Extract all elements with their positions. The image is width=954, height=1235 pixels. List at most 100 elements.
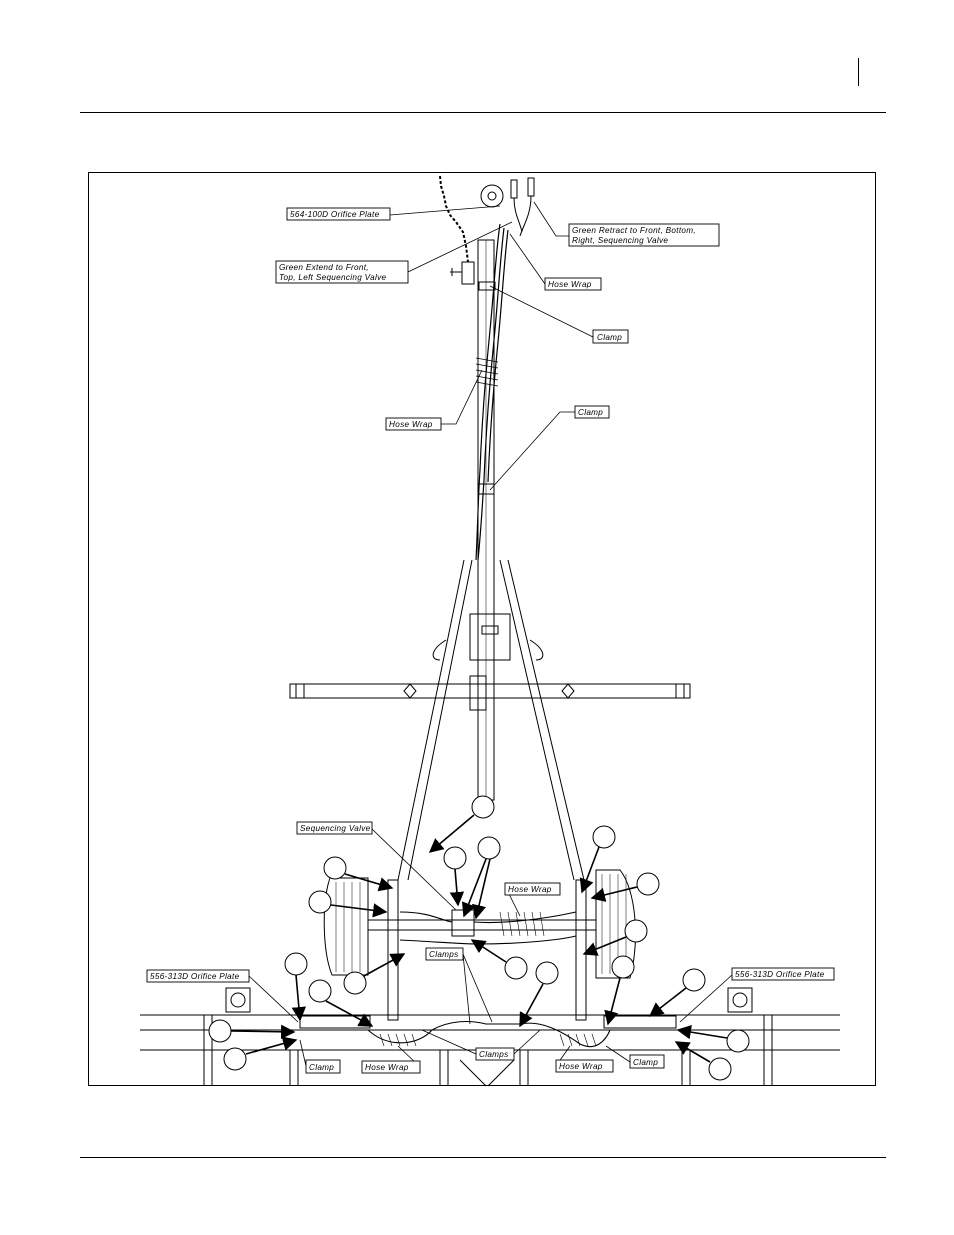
- label-clamps-bottom: Clamps: [479, 1050, 509, 1059]
- hitch-ring-inner: [488, 192, 496, 200]
- center-hoses: [400, 912, 576, 944]
- callout-balloon-14: [683, 969, 705, 991]
- callout-arrow-13: [608, 978, 620, 1024]
- callout-arrow-2: [455, 869, 458, 905]
- callout-balloon-1: [472, 796, 494, 818]
- safety-chain: [440, 176, 468, 262]
- hitch-ring: [481, 185, 503, 207]
- label-hose-wrap-bottom-right: Hose Wrap: [559, 1062, 603, 1071]
- callout-balloon-8: [625, 920, 647, 942]
- valve-box-window: [482, 626, 498, 634]
- callout-balloon-13: [612, 956, 634, 978]
- callout-balloon-7: [309, 891, 331, 913]
- label-orifice-plate-right: 556-313D Orifice Plate: [735, 970, 825, 979]
- leader-clamp-mid: [490, 412, 575, 490]
- label-clamps-left: Clamps: [429, 950, 459, 959]
- leader-clamp-bottom-left: [300, 1040, 306, 1066]
- callout-balloon-9: [505, 957, 527, 979]
- leader-green-extend: [408, 222, 512, 272]
- leader-green-retract: [534, 202, 569, 236]
- fold-cylinder-right: [604, 1016, 676, 1028]
- callout-arrow-15: [326, 1001, 372, 1026]
- leader-clamp-upper: [490, 286, 593, 337]
- coupler-hose: [514, 196, 531, 236]
- leader-hose-wrap-top: [510, 234, 545, 284]
- callout-arrow-17: [246, 1040, 296, 1054]
- callout-arrow-18: [678, 1030, 727, 1038]
- tire-left-tread: [336, 882, 360, 972]
- callout-balloon-18: [727, 1030, 749, 1052]
- leader-orifice-plate-top: [390, 206, 500, 215]
- callout-balloon-5: [324, 857, 346, 879]
- label-green-retract-line1: Green Retract to Front, Bottom,: [572, 226, 696, 235]
- callout-balloon-6: [637, 873, 659, 895]
- label-texts: 564-100D Orifice Plate Green Extend to F…: [150, 210, 825, 1072]
- center-axle: [368, 920, 596, 930]
- cylinder-left-vertical: [388, 880, 398, 1020]
- coupler-right: [528, 178, 534, 196]
- a-frame-left: [398, 560, 472, 880]
- callout-arrow-14: [650, 988, 686, 1016]
- valve-box: [470, 614, 510, 660]
- coupler-left: [511, 180, 517, 198]
- leader-hose-wrap-mid: [441, 370, 482, 424]
- center-hose-wrap: [500, 912, 544, 936]
- label-clamp-bottom-left: Clamp: [309, 1063, 334, 1072]
- leader-clamps-left: [463, 954, 492, 1024]
- callout-arrow-1: [430, 815, 474, 852]
- crossbar-diamonds: [404, 684, 574, 698]
- callout-balloons: [209, 796, 749, 1080]
- callout-balloon-17: [224, 1048, 246, 1070]
- a-frame-right: [500, 560, 584, 880]
- fold-cylinder-left: [300, 1016, 370, 1028]
- label-green-retract-line2: Right, Sequencing Valve: [572, 236, 668, 245]
- tire-left: [324, 878, 368, 975]
- label-sequencing-valve: Sequencing Valve: [300, 824, 371, 833]
- callout-balloon-12: [536, 962, 558, 984]
- label-hose-wrap-mid: Hose Wrap: [389, 420, 433, 429]
- label-clamp-upper: Clamp: [597, 333, 622, 342]
- label-green-extend-line2: Top, Left Sequencing Valve: [279, 273, 386, 282]
- bearing-left-hub: [231, 993, 245, 1007]
- callout-balloon-11: [344, 972, 366, 994]
- hose-bundle: [476, 224, 500, 560]
- hose-bundle-3: [488, 230, 508, 482]
- hitch-jack-handle: [450, 268, 462, 276]
- callout-balloon-4: [593, 826, 615, 848]
- label-hose-wrap-bottom-left: Hose Wrap: [365, 1063, 409, 1072]
- callout-arrow-10: [296, 975, 300, 1020]
- label-hose-wrap-top: Hose Wrap: [548, 280, 592, 289]
- bearing-left: [226, 988, 250, 1012]
- callout-balloon-10: [285, 953, 307, 975]
- cylinder-right-vertical: [576, 880, 586, 1020]
- sequencing-valve-body: [452, 910, 474, 936]
- callout-arrow-8: [584, 937, 626, 954]
- label-clamp-mid: Clamp: [578, 408, 603, 417]
- machine-drawing: [140, 176, 840, 1086]
- callout-arrow-12: [520, 984, 543, 1026]
- hitch-jack: [462, 262, 474, 284]
- clamp-body-upper: [479, 282, 495, 290]
- toolbar-hitch: [460, 1060, 514, 1086]
- a-frame-brace: [433, 640, 543, 660]
- label-hose-wrap-center: Hose Wrap: [508, 885, 552, 894]
- crossbar-end-right: [676, 684, 684, 698]
- label-orifice-plate-left: 556-313D Orifice Plate: [150, 972, 240, 981]
- crossbar: [290, 684, 690, 698]
- label-green-extend-line1: Green Extend to Front,: [279, 263, 369, 272]
- callout-arrow-16: [231, 1031, 294, 1032]
- callout-balloon-19: [709, 1058, 731, 1080]
- callout-balloon-15: [309, 980, 331, 1002]
- label-boxes: [147, 208, 834, 1073]
- label-clamp-bottom-right: Clamp: [633, 1058, 658, 1067]
- callout-balloon-2: [444, 847, 466, 869]
- bearing-right: [728, 988, 752, 1012]
- lower-hose-wrap-right: [560, 1034, 596, 1046]
- callout-arrow-7: [331, 905, 386, 912]
- crossbar-end-left: [296, 684, 304, 698]
- callout-balloon-3: [478, 837, 500, 859]
- label-orifice-plate-top: 564-100D Orifice Plate: [290, 210, 380, 219]
- hose-bundle-2: [478, 228, 504, 560]
- bearing-right-hub: [733, 993, 747, 1007]
